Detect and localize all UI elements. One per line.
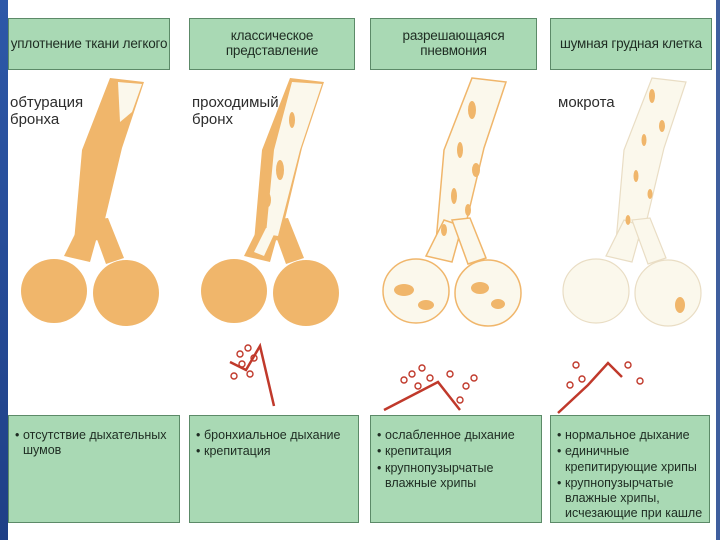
label-bronchus-obstruction: обтурация бронха	[10, 94, 83, 129]
airway-sputum-icon	[563, 78, 701, 326]
findings-classic: бронхиальное дыхание крепитация	[189, 415, 359, 523]
crackle-waveform-icon	[230, 345, 274, 406]
finding-item: отсутствие дыхательных шумов	[15, 428, 173, 459]
slide-right-edge	[716, 0, 720, 540]
airway-resolving-icon	[383, 78, 521, 326]
finding-item: крупнопузырчатые влажные хрипы	[377, 461, 535, 492]
finding-item: бронхиальное дыхание	[196, 428, 352, 443]
finding-item: крепитация	[377, 444, 535, 459]
finding-item: крупнопузырчатые влажные хрипы, исчезающ…	[557, 476, 703, 522]
findings-noisy-chest: нормальное дыхание единичные крепитирующ…	[550, 415, 710, 523]
findings-resolving: ослабленное дыхание крепитация крупнопуз…	[370, 415, 542, 523]
label-patent-bronchus: проходимый бронх	[192, 94, 279, 129]
slide-left-stripe	[0, 0, 8, 540]
findings-consolidation: отсутствие дыхательных шумов	[8, 415, 180, 523]
finding-item: нормальное дыхание	[557, 428, 703, 443]
crackle-waveform-icon	[558, 362, 643, 413]
finding-item: единичные крепитирующие хрипы	[557, 444, 703, 475]
crackle-waveform-icon	[384, 365, 477, 410]
finding-item: крепитация	[196, 444, 352, 459]
finding-item: ослабленное дыхание	[377, 428, 535, 443]
label-sputum: мокрота	[558, 94, 615, 111]
